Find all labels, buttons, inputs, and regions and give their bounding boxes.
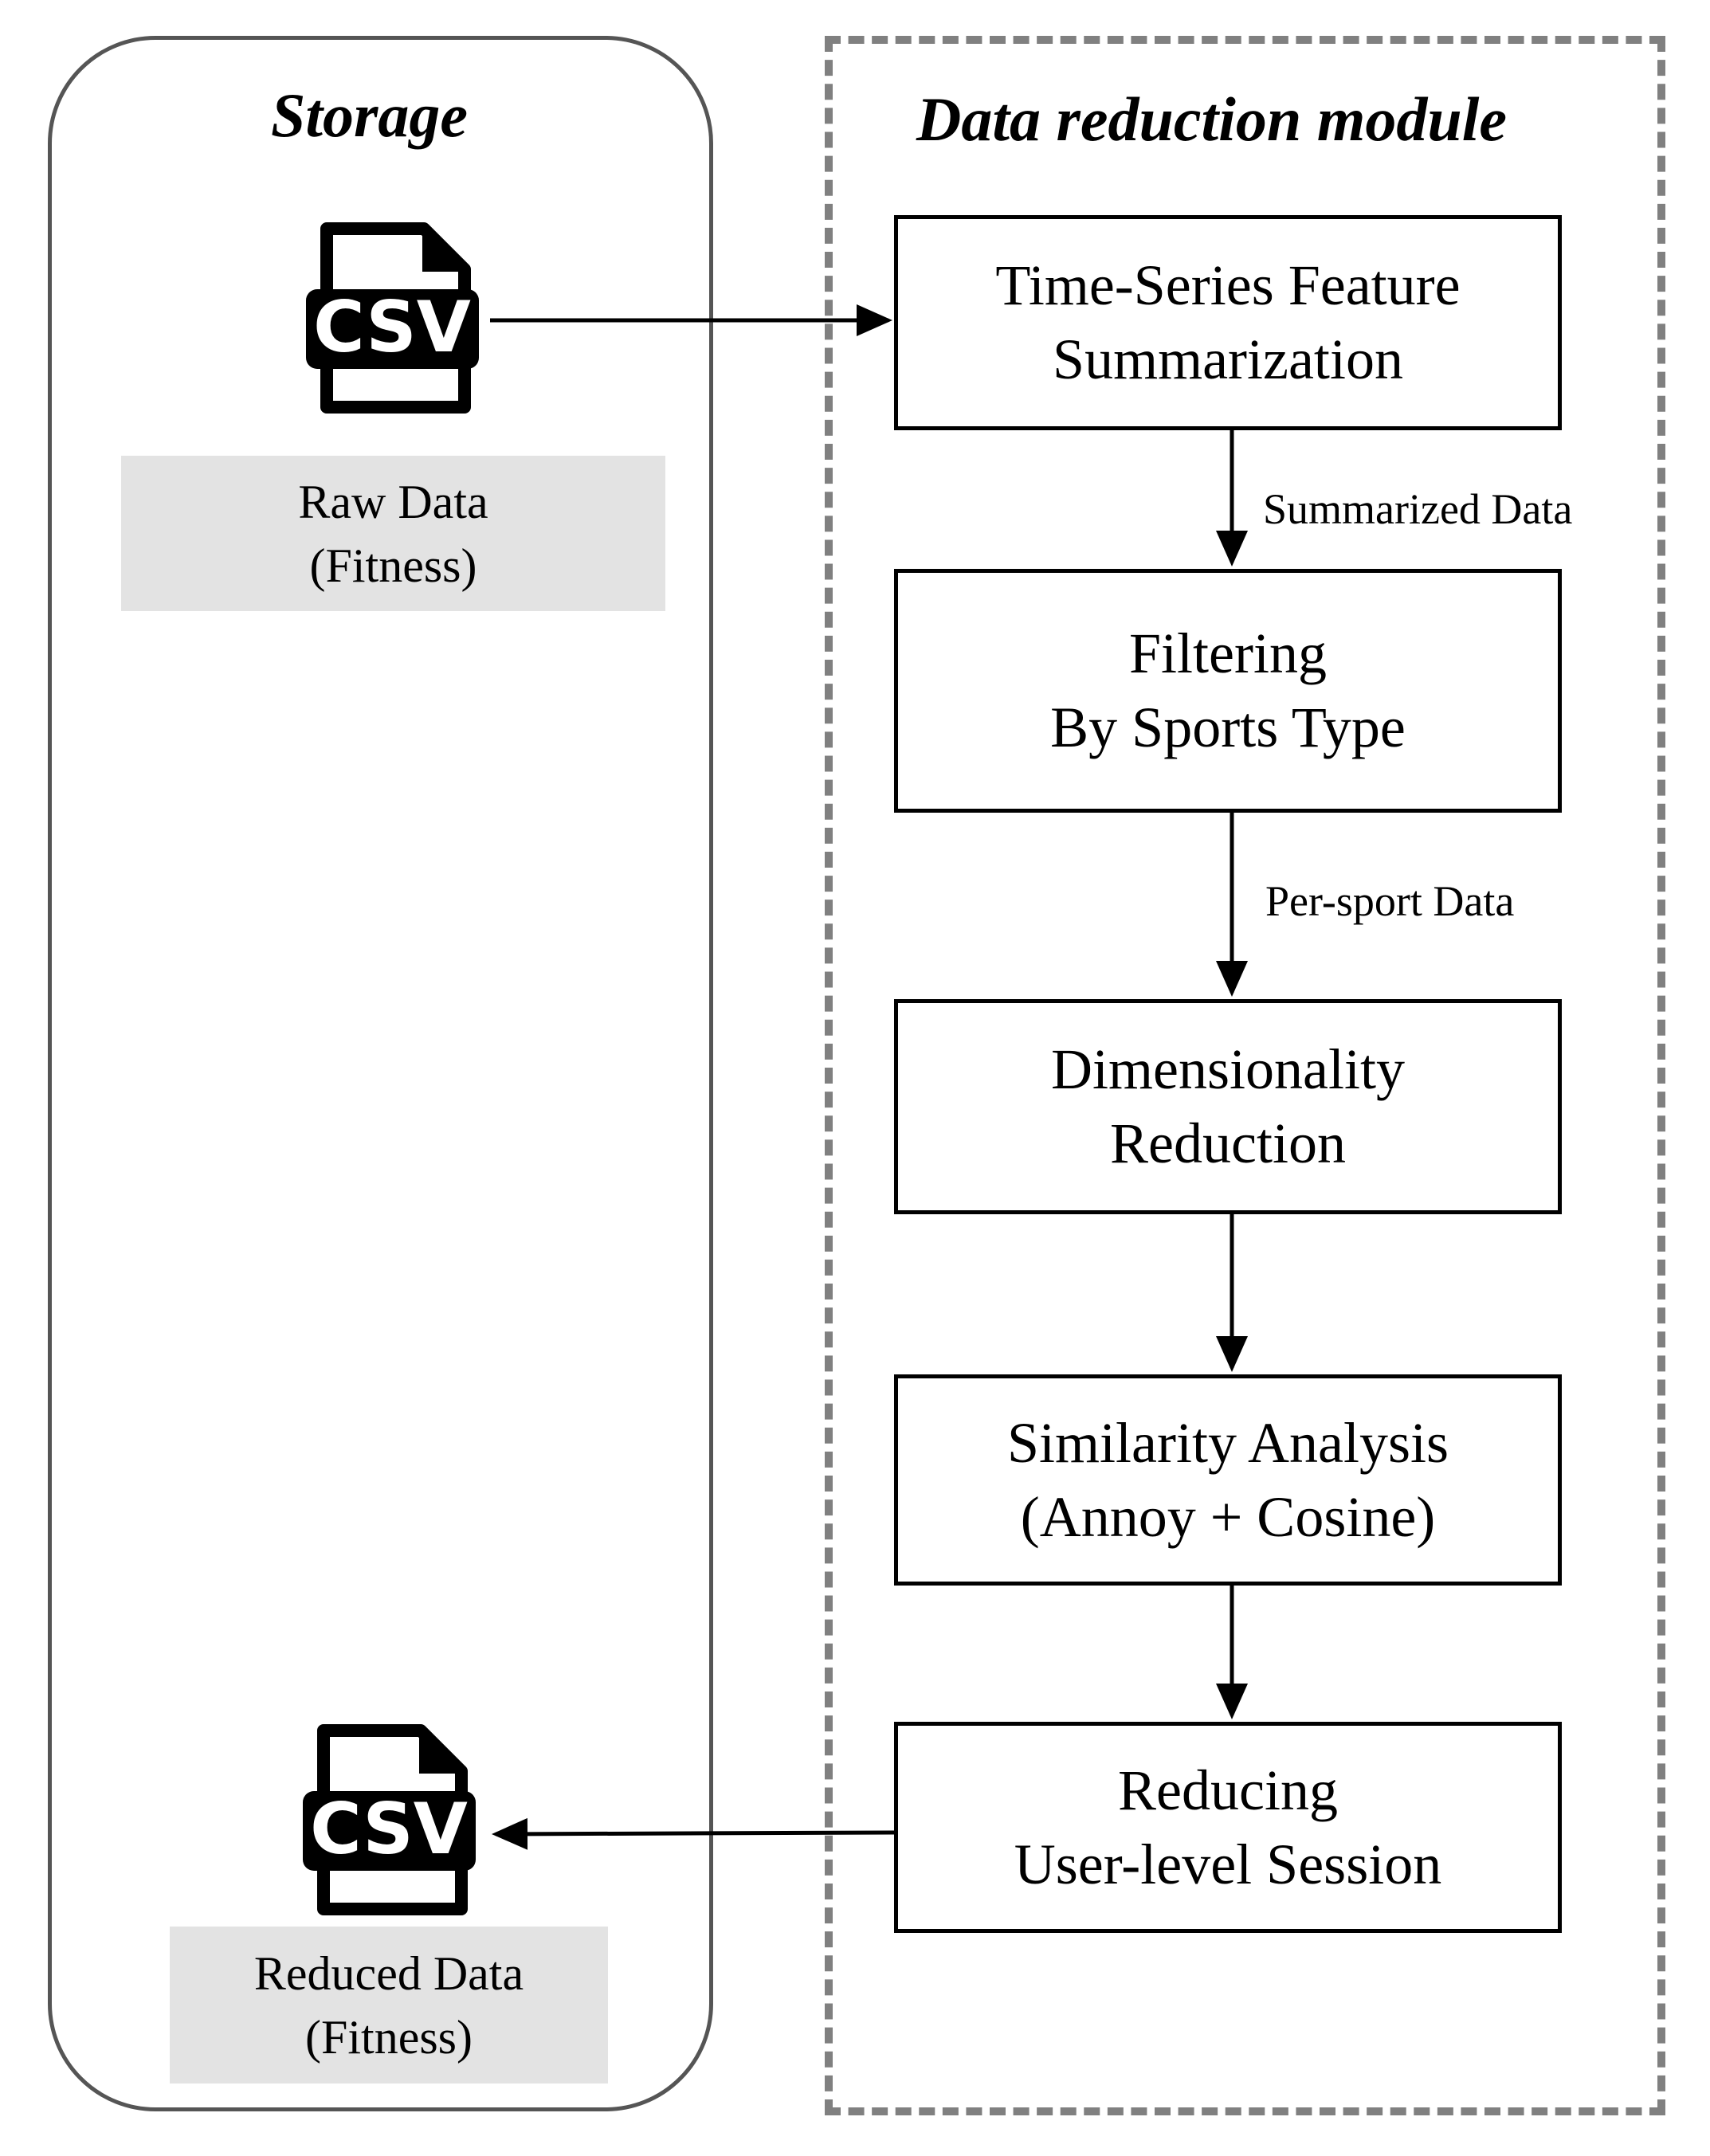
raw-data-label-line2: (Fitness) xyxy=(309,539,477,592)
storage-title: Storage xyxy=(271,80,469,150)
reduced-data-label: Reduced Data (Fitness) xyxy=(170,1927,608,2083)
edge-label-summarized-data: Summarized Data xyxy=(1263,485,1573,533)
step-similarity-analysis: Similarity Analysis (Annoy + Cosine) xyxy=(894,1374,1562,1586)
step-label-line2: User-level Session xyxy=(1014,1832,1442,1896)
data-reduction-module-panel xyxy=(825,36,1665,2115)
step-label-line1: Filtering xyxy=(1129,621,1327,685)
csv-file-icon: CSV xyxy=(306,222,479,414)
csv-icon-label: CSV xyxy=(313,286,471,368)
step-dimensionality-reduction: Dimensionality Reduction xyxy=(894,999,1562,1214)
step-label-line1: Dimensionality xyxy=(1051,1037,1405,1101)
arrow-reducing-to-reduced-data xyxy=(492,1817,895,1850)
csv-file-icon: CSV xyxy=(303,1724,476,1915)
step-label-line2: Reduction xyxy=(1110,1111,1346,1175)
storage-panel xyxy=(48,36,713,2111)
step-label-line1: Time-Series Feature xyxy=(995,253,1461,317)
raw-data-label-line1: Raw Data xyxy=(298,475,488,528)
step-label-line1: Similarity Analysis xyxy=(1006,1410,1449,1475)
module-title: Data reduction module xyxy=(916,84,1508,154)
csv-icon-label: CSV xyxy=(310,1788,468,1870)
edge-label-per-sport-data: Per-sport Data xyxy=(1265,877,1515,925)
step-time-series-summarization: Time-Series Feature Summarization xyxy=(894,215,1562,430)
step-label-line2: Summarization xyxy=(1053,327,1403,391)
reduced-data-label-line2: (Fitness) xyxy=(305,2010,473,2064)
step-reducing-user-level-session: Reducing User-level Session xyxy=(894,1722,1562,1933)
reduced-data-label-line1: Reduced Data xyxy=(253,1946,524,2000)
raw-data-label: Raw Data (Fitness) xyxy=(121,456,665,611)
step-label-line2: (Annoy + Cosine) xyxy=(1020,1484,1436,1549)
step-filtering-by-sports-type: Filtering By Sports Type xyxy=(894,569,1562,813)
step-label-line2: By Sports Type xyxy=(1050,696,1406,759)
step-label-line1: Reducing xyxy=(1118,1758,1338,1822)
